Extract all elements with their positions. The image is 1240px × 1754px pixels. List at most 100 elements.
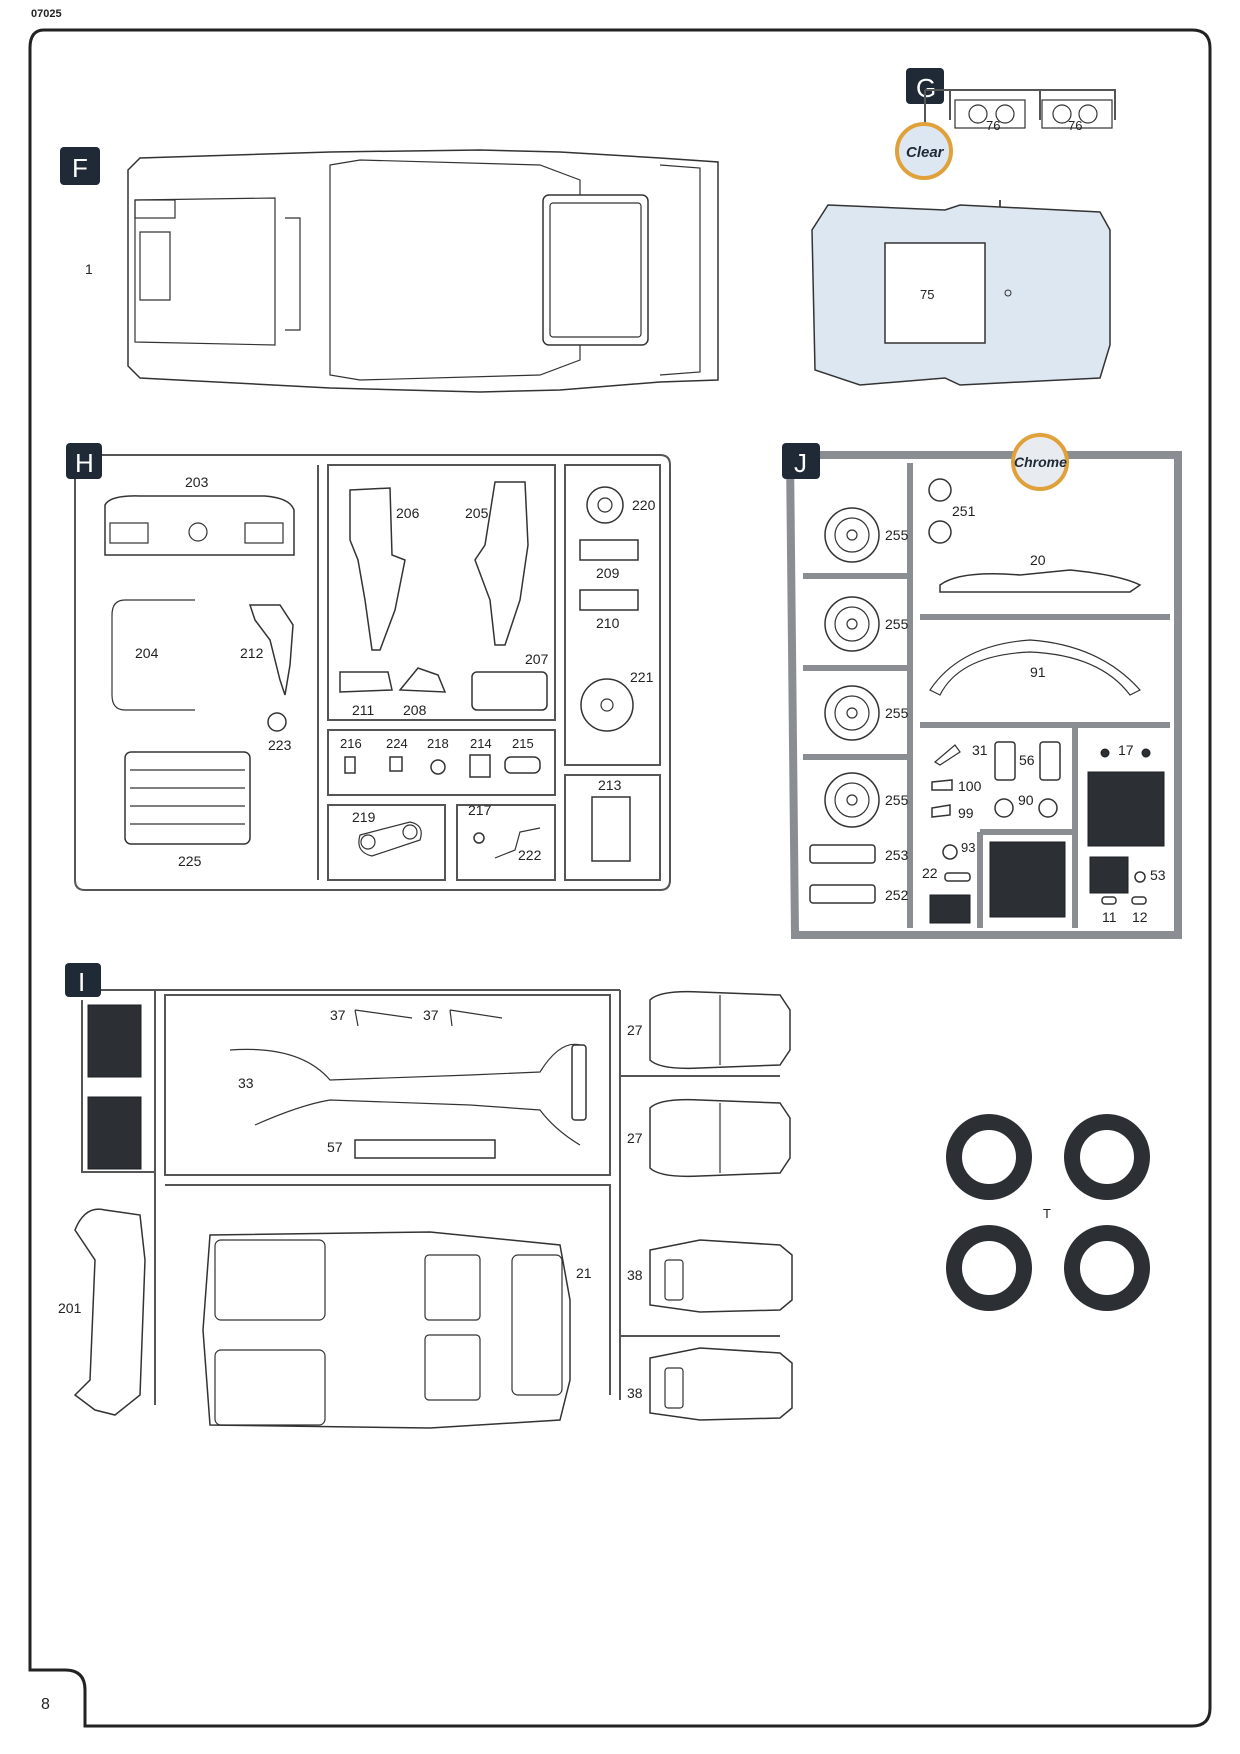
part-label-17: 17 xyxy=(1118,742,1134,758)
part-label-208: 208 xyxy=(403,702,427,718)
part-label-11: 11 xyxy=(1102,909,1117,925)
part-31 xyxy=(933,744,961,766)
part-label-210: 210 xyxy=(596,615,620,631)
part-99 xyxy=(931,804,951,818)
part-label-37b: 37 xyxy=(423,1007,439,1023)
part-label-57: 57 xyxy=(327,1139,343,1155)
dark-panel-i-a xyxy=(87,1004,142,1078)
badge-i-letter: I xyxy=(78,967,85,997)
part-22-b xyxy=(929,894,971,924)
headlight-lens-76-a: 76 xyxy=(954,99,1026,133)
part-217 xyxy=(473,832,485,844)
seat-back-27-b: 27 xyxy=(627,1098,791,1178)
tire-1 xyxy=(946,1114,1032,1200)
part-251-a xyxy=(928,478,952,502)
part-label-255c: 255 xyxy=(885,705,909,721)
part-215 xyxy=(504,756,541,774)
tires-group: T xyxy=(946,1114,1150,1311)
part-label-211: 211 xyxy=(352,702,375,718)
badge-h xyxy=(66,443,102,479)
part-22-a xyxy=(944,872,971,882)
badge-f xyxy=(60,147,100,185)
part-label-253: 253 xyxy=(885,847,909,863)
part-93 xyxy=(942,844,958,860)
tires-label: T xyxy=(1043,1206,1051,1221)
fan-part-220: 220 xyxy=(586,486,656,524)
seat-base-38-a: 38 xyxy=(627,1239,793,1313)
pulley-part-221: 221 xyxy=(580,669,654,732)
chrome-badge-label: Chrome xyxy=(1014,454,1067,470)
part-label-216: 216 xyxy=(340,736,362,751)
part-label-223: 223 xyxy=(268,737,292,753)
part-label-224: 224 xyxy=(386,736,408,751)
wheel-255-d: 255 xyxy=(824,772,909,828)
part-label-12: 12 xyxy=(1132,909,1148,925)
radiator-part-225: 225 xyxy=(124,751,251,869)
part-17-a xyxy=(1100,748,1110,758)
screw-37-a xyxy=(354,1009,413,1027)
badge-g-letter: G xyxy=(916,73,936,103)
part-12 xyxy=(1131,896,1147,905)
part-17-b xyxy=(1141,748,1151,758)
screw-37-b xyxy=(449,1009,503,1027)
part-209 xyxy=(579,539,639,561)
part-label-75: 75 xyxy=(920,287,934,302)
tree-j: J Chrome 251 20 255 255 91 255 31 56 xyxy=(782,433,1182,939)
tree-i: I 37 37 33 57 27 27 201 xyxy=(58,963,793,1429)
floor-pan-21: 21 xyxy=(202,1231,592,1429)
engine-block-205: 205 xyxy=(465,481,529,646)
tire-4 xyxy=(1064,1225,1150,1311)
part-label-203: 203 xyxy=(185,474,209,490)
part-label-212: 212 xyxy=(240,645,264,661)
part-label-90: 90 xyxy=(1018,792,1034,808)
part-label-214: 214 xyxy=(470,736,492,751)
part-label-99: 99 xyxy=(958,805,974,821)
part-label-209: 209 xyxy=(596,565,620,581)
clear-badge xyxy=(895,122,953,180)
part-210 xyxy=(579,589,639,611)
part-216 xyxy=(344,756,356,774)
dark-panel-c xyxy=(1089,856,1129,894)
part-label-76b: 76 xyxy=(1068,118,1082,133)
part-label-56: 56 xyxy=(1019,752,1035,768)
grille-part-203 xyxy=(104,495,295,556)
part-label-38a: 38 xyxy=(627,1267,643,1283)
badge-i xyxy=(65,963,101,997)
part-label-37a: 37 xyxy=(330,1007,346,1023)
tree-h: H 203 206 205 220 209 210 204 212 207 xyxy=(66,443,671,891)
part-100 xyxy=(931,779,953,791)
wheel-255-b: 255 xyxy=(824,596,909,652)
part-56-b xyxy=(1039,741,1061,781)
part-label-204: 204 xyxy=(135,645,159,661)
part-label-27a: 27 xyxy=(627,1022,643,1038)
part-53 xyxy=(1134,871,1146,883)
chrome-badge xyxy=(1011,433,1069,491)
part-90-a xyxy=(994,798,1014,818)
badge-f-letter: F xyxy=(72,153,88,183)
part-251-b xyxy=(928,520,952,544)
part-label-53: 53 xyxy=(1150,867,1166,883)
part-214 xyxy=(469,754,491,778)
part-211 xyxy=(339,671,393,693)
dark-panel-a xyxy=(1087,771,1165,847)
part-label-219: 219 xyxy=(352,809,376,825)
badge-g xyxy=(906,68,944,104)
part-label-100: 100 xyxy=(958,778,982,794)
badge-j xyxy=(782,443,820,479)
part-label-213: 213 xyxy=(598,777,622,793)
part-label-251: 251 xyxy=(952,503,976,519)
part-label-221: 221 xyxy=(630,669,654,685)
part-label-222: 222 xyxy=(518,847,542,863)
part-label-255d: 255 xyxy=(885,792,909,808)
engine-block-206: 206 xyxy=(349,487,420,651)
bumper-part-20 xyxy=(939,569,1142,593)
part-218 xyxy=(430,759,446,775)
part-212 xyxy=(248,604,294,696)
kit-code: 07025 xyxy=(31,8,62,20)
part-label-31: 31 xyxy=(972,742,988,758)
part-11 xyxy=(1101,896,1117,905)
tire-3 xyxy=(946,1225,1032,1311)
part-label-252: 252 xyxy=(885,887,909,903)
part-90-b xyxy=(1038,798,1058,818)
